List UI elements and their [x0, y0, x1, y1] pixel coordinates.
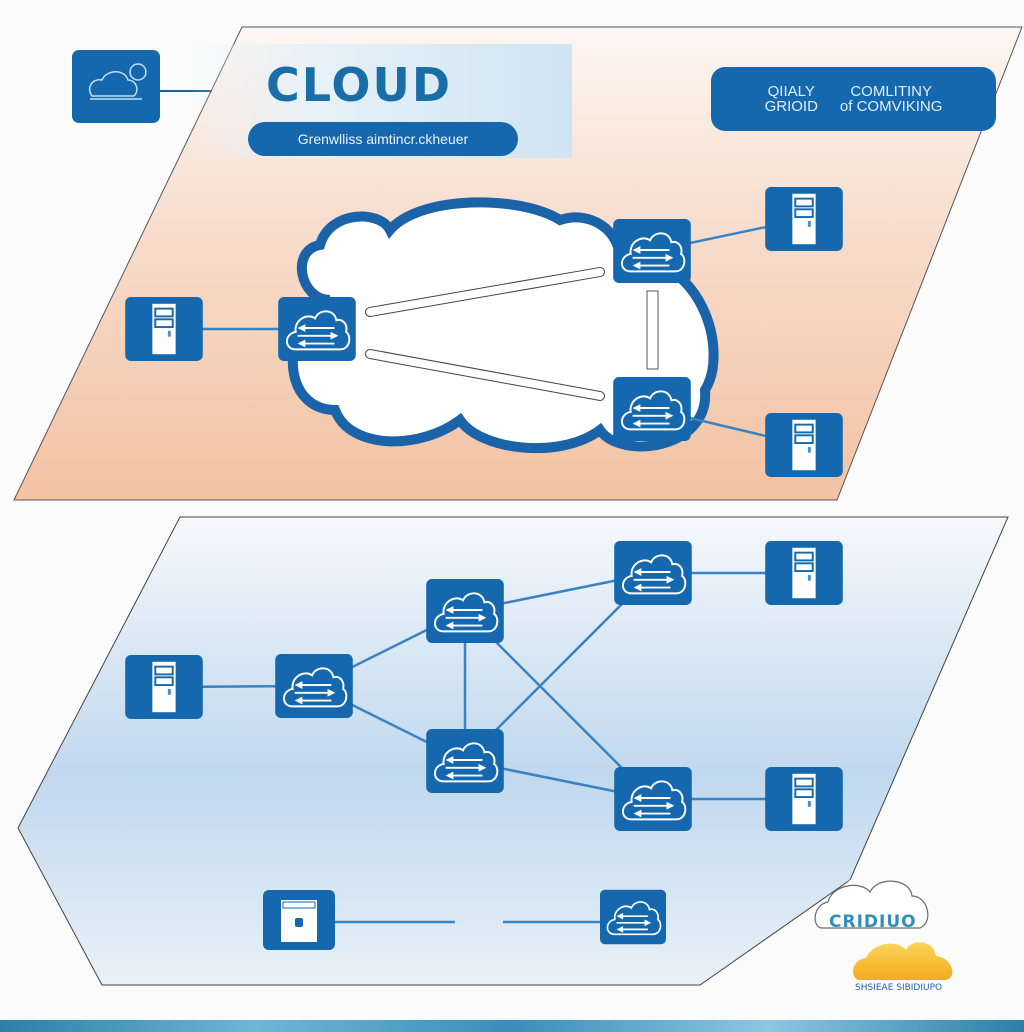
header-badge: QIIALY GRIOID COMLITINY of COMVIKING [711, 67, 996, 131]
cloud-transfer-icon [613, 767, 693, 831]
cloud-transfer-icon [274, 654, 354, 718]
logo-top-text: CRIDIUO [829, 912, 917, 932]
badge-line1-right: COMLITINY [850, 83, 933, 100]
cloud-transfer-icon [425, 729, 505, 793]
badge-line1-left: QIIALY [767, 83, 815, 100]
subtitle-pill: Grenwlliss aimtincr.ckheuer [248, 122, 518, 156]
cloud-transfer-icon [613, 541, 693, 605]
server-icon [764, 541, 844, 605]
footer-bar [0, 1020, 1024, 1032]
server-icon [124, 297, 204, 361]
logo-yellow-cloud [853, 942, 953, 980]
logo-outline-cloud [814, 880, 929, 929]
cloud-transfer-icon [600, 889, 666, 945]
logo-bottom-text: SHSIEAE SIBIDIUPO [855, 983, 943, 993]
bottom-panel [17, 516, 1009, 986]
badge-line2-right: of COMVIKING [839, 98, 943, 115]
pipes [365, 267, 659, 401]
cloud-user-icon [72, 50, 160, 123]
cloud-transfer-icon [612, 219, 692, 283]
server-icon [124, 655, 204, 719]
page-title: CLOUD [266, 58, 453, 112]
nodes [124, 187, 844, 950]
central-cloud-shape [287, 197, 719, 454]
cloud-transfer-icon [612, 377, 692, 441]
server-icon [764, 767, 844, 831]
badge-line2-left: GRIOID [764, 98, 818, 115]
storage-icon [263, 890, 335, 950]
server-icon [764, 187, 844, 251]
cloud-transfer-icon [425, 579, 505, 643]
cloud-transfer-icon [277, 297, 357, 361]
server-icon [764, 413, 844, 477]
